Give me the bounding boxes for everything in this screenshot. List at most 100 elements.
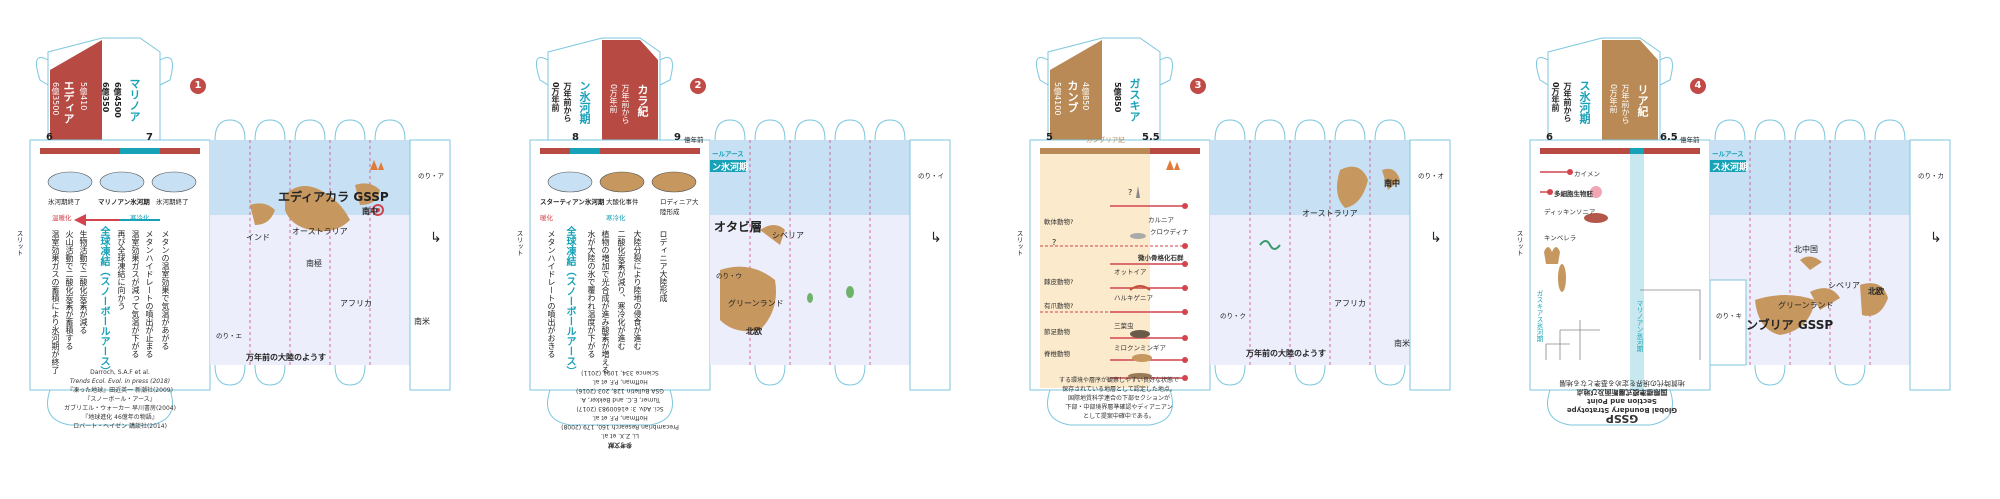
taxon-embryo: 多細胞生物胚 [1554,190,1593,198]
group-arthropoda: 節足動物 [1044,328,1070,336]
era-tab-red-2-age-end: 0万年前 [608,84,619,113]
definition-line: Section and Point [1587,397,1657,405]
ref-line: Hoffman, P.F. et al. [592,378,648,385]
glacial-age-end: 6億350 [101,82,110,113]
glue-label-ka: のり・カ [1918,172,1944,180]
era-tab-brown-4: リア紀 [1634,84,1650,117]
taxon-myllokunmingia: ミロクンミンギア [1114,344,1166,352]
taxon-cloudina: クロウディナ [1150,228,1189,236]
glacial-name: ス氷河期 [1578,80,1591,124]
map-label-south-america: 南米 [1394,339,1410,348]
event-label-1: 氷河期終了 [48,198,81,206]
glacial-name: マリノア [128,78,141,122]
panel-3-artwork [1029,37,1451,426]
mechanism-text-2: 全球凍結（スノーボールアース） [564,226,575,376]
ref-line: Hoffman, P.F. et al. [592,414,648,421]
era-tab-brown-4-age-end: 0万年前 [1608,84,1619,113]
glue-label-i: のり・イ [918,172,944,180]
map-caption: 万年前の大陸のようす [246,353,326,362]
explanation-line: 国際地質科学連合の下部セクションが [1067,395,1170,402]
glacial-age-start: 万年前から [563,82,572,122]
event-label-2: 大酸化事件 [606,198,639,206]
glacial-age-start: 万年前から [1563,82,1572,122]
taxon-kimberella: キンベレラ [1544,234,1577,242]
scale-left-label: 6 [1546,132,1553,143]
group-echinoderm: 棘皮動物? [1044,278,1074,286]
map-label-siberia: シベリア [1828,281,1860,290]
panel-3-badge: 3 [1190,78,1206,94]
mechanism-text-5: 再び全球凍結に向かう [117,230,126,310]
references: 参考文献 Li, Z.X. et al. Precambrian Researc… [540,368,700,449]
era-name: カラ紀 [636,84,649,117]
explanation-line: する環境や層序が観察しやすい良好な状態で [1059,377,1179,384]
fold-arrow-icon: ↳ [1430,230,1442,246]
ref-line: 『地球進化 46億年の物語』 [82,414,158,421]
taxon-trilobite: 三葉虫 [1114,322,1134,330]
event-label-1: スターティアン氷河期 [540,198,605,206]
gssp-title: GSSP [1605,412,1639,425]
glue-label-ki: のり・キ [1716,312,1742,320]
slit-label: スリット [1015,230,1023,256]
map-label-india: インド [246,233,270,242]
cutout-panel-1: 1 エディア 6億3500 5億410 マリノア 6億4500 6億350 6 … [10,30,460,450]
glacial-name: ガスキア [1128,78,1141,122]
ref-line: Li, Z.X. et al. [601,432,639,439]
era-age-start: 万年前から [1621,84,1630,124]
trend-warming: 暖化 [540,214,553,222]
definition-line: 地質時代の境界を定める基準となる地層 [1559,379,1685,387]
ref-line: 参考文献 [608,441,633,448]
cutout-panel-4: 4 ス氷河期 万年前から 0万年前 リア紀 万年前から 0万年前 6 6.5 億… [1510,30,1960,450]
ref-line: Sci. Adv. 3: e1600983 (2017) [576,405,664,412]
mechanism-text-8: メタンの温室効果で気温があがる [161,230,170,350]
glacial-age-start: 6億4500 [113,82,122,118]
mechanism-text-4: 全球凍結（スノーボールアース） [98,226,109,376]
mechanism-text-7: メタンハイドレートの噴出が止まる [145,230,154,358]
cutout-panel-2: 2 ン氷河期 万年前から 0万年前 カラ紀 万年前から 0万年前 8 9 億年前… [510,30,960,450]
panel-2-artwork [529,37,951,426]
event-label-2: マリノアン氷河期 [98,198,150,206]
fold-arrow-icon: ↳ [1930,230,1942,246]
glacial-age-end: 0万年前 [1551,82,1560,112]
scale-right-label: 5.5 [1142,132,1160,143]
glacial-vertical-gaskiers: ガスキアス氷河期 [1535,290,1543,342]
era-tab-red-1-ages: 6億3500 [50,82,61,115]
era-tab-red-1: エディア [62,80,75,124]
gssp-definition: GSSP Global Boundary Stratotype Section … [1532,378,1712,425]
scale-right-label: 9 [674,132,681,143]
era-tab-white-1: マリノア [126,78,142,122]
era-name: エディア [62,80,75,124]
taxon-dickinsonia: ディッキンソニア [1544,208,1596,216]
question-mark-2: ? [1052,238,1057,247]
map-label-south-china: 南中 [1384,179,1400,188]
glue-label-u: のり・ウ [716,272,742,280]
taxon-hallucigenia: ハルキゲニア [1114,294,1153,302]
glacial-tab-2: ン氷河期 [576,80,592,124]
ref-line: GSA Bulletin 128, 203 (2016) [576,387,664,394]
map-label-australia: オーストラリア [1302,209,1358,218]
glacial-age-start: 5億850 [1113,82,1122,113]
ref-line: Darroch, S.A.F et al. [90,369,150,376]
ref-line: Trends Ecol. Evol. in press (2018) [69,378,171,385]
map-label-africa: アフリカ [340,299,372,308]
mechanism-text-1: メタンハイドレートの噴出がおきる [547,230,556,358]
question-mark-1: ? [1128,188,1133,197]
era-tab-white-1-age: 6億4500 [112,82,123,118]
panel-2-badge: 2 [690,78,706,94]
event-label-3: ロディニア大陸形成 [660,198,699,216]
banner-glacial: ス氷河期 [1712,163,1749,173]
era-age-start: 5億4100 [1053,82,1062,116]
glacial-tab-4-age-end: 0万年前 [1550,82,1561,112]
glue-label-o: のり・オ [1418,172,1444,180]
slit-label: スリット [1515,230,1523,256]
scale-left-label: 8 [572,132,579,143]
era-age-start: 6億3500 [51,82,60,116]
panel-4-artwork [1529,37,1951,426]
fold-arrow-icon: ↳ [430,230,442,246]
scale-period-label: カンブリア紀 [1086,136,1125,144]
definition-line: Global Boundary Stratotype [1566,406,1678,414]
era-tab-brown-4-age: 万年前から [1620,84,1631,124]
scale-right-label: 7 [146,132,153,143]
glacial-tab-2-age: 万年前から [562,82,573,122]
era-tab-red-2-age: 万年前から [620,84,631,124]
era-tab-white-1-age-end: 6億350 [100,82,111,112]
